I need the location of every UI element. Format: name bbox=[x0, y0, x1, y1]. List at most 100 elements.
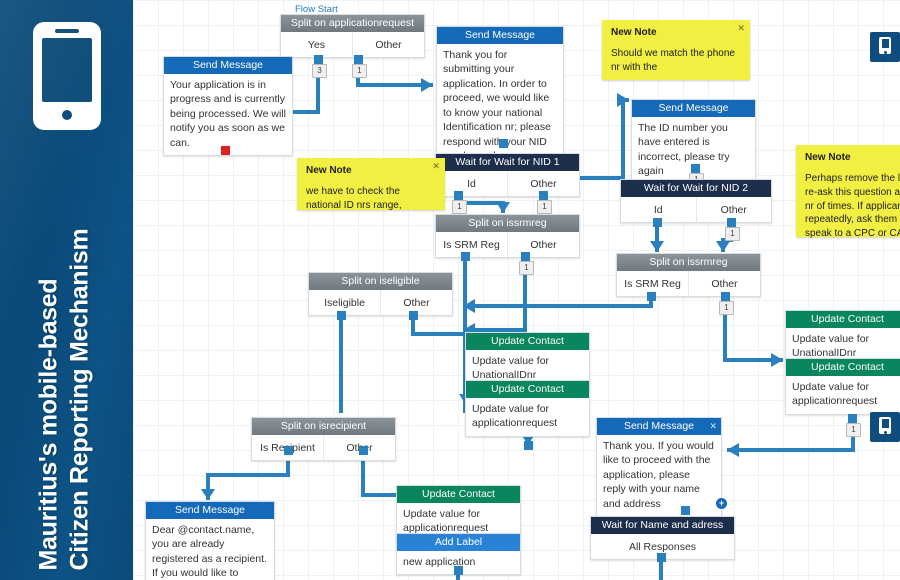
node-header: Update Contact bbox=[786, 359, 900, 376]
node-header: Add Label bbox=[397, 534, 520, 551]
node-wait-nid-1[interactable]: Wait for Wait for NID 1 Id Other bbox=[435, 153, 580, 197]
exit-port-nub[interactable] bbox=[314, 55, 323, 64]
node-split-issrmreg-right[interactable]: Split on issrmreg Is SRM Reg Other bbox=[616, 253, 761, 297]
exit-port-nub[interactable] bbox=[454, 191, 463, 200]
exit-other[interactable]: Other bbox=[507, 232, 579, 257]
exit-all-responses[interactable]: All Responses bbox=[628, 540, 697, 553]
exit-other[interactable]: Other bbox=[688, 271, 760, 296]
node-wait-name-address[interactable]: Wait for Name and adress All Responses bbox=[590, 516, 735, 560]
connector-badge[interactable]: 1 bbox=[537, 200, 552, 214]
exit-other[interactable]: Other bbox=[380, 290, 452, 315]
connector-badge[interactable]: 1 bbox=[352, 64, 367, 78]
exit-port-nub[interactable] bbox=[539, 191, 548, 200]
exit-is-srm-reg[interactable]: Is SRM Reg bbox=[443, 238, 500, 251]
plus-icon[interactable]: + bbox=[716, 498, 727, 509]
exit-port-nub[interactable] bbox=[657, 553, 666, 562]
node-add-label-new-application[interactable]: Add Label new application bbox=[396, 533, 521, 576]
node-header: Split on isrecipient bbox=[252, 418, 395, 435]
phone-tile-top[interactable] bbox=[870, 32, 900, 62]
node-header: Send Message bbox=[164, 57, 292, 74]
node-exits: Yes Other bbox=[281, 32, 424, 57]
note-remove-loop[interactable]: New Note Perhaps remove the loop re-ask … bbox=[796, 145, 900, 239]
left-banner: Mauritius's mobile-based Citizen Reporti… bbox=[0, 0, 133, 580]
node-update-appreq-right[interactable]: Update Contact Update value for applicat… bbox=[785, 358, 900, 415]
node-send-id-incorrect[interactable]: Send Message The ID number you have ente… bbox=[631, 99, 756, 185]
node-split-iseligible[interactable]: Split on iseligible Iseligible Other bbox=[308, 272, 453, 316]
exit-port-nub[interactable] bbox=[337, 311, 346, 320]
node-update-appreq-bottom[interactable]: Update Contact Update value for applicat… bbox=[396, 485, 521, 542]
note-phone-match[interactable]: ✕ New Note Should we match the phone nr … bbox=[602, 20, 750, 80]
node-header: Send Message bbox=[437, 27, 563, 44]
node-header: Update Contact bbox=[397, 486, 520, 503]
exit-port-nub[interactable] bbox=[409, 311, 418, 320]
node-body: Dear @contact.name, you are already regi… bbox=[152, 524, 267, 580]
node-update-nid-right[interactable]: Update Contact Update value for Unationa… bbox=[785, 310, 900, 367]
node-header: Update Contact bbox=[786, 311, 900, 328]
node-exits: Iseligible Other bbox=[309, 290, 452, 315]
close-icon[interactable]: ✕ bbox=[709, 421, 717, 431]
node-body: Thank you. If you would like to proceed … bbox=[603, 440, 714, 510]
connector-badge[interactable]: 3 bbox=[312, 64, 327, 78]
exit-port-nub[interactable] bbox=[691, 164, 700, 173]
exit-port-nub[interactable] bbox=[524, 441, 533, 450]
node-send-already-recipient[interactable]: Send Message Dear @contact.name, you are… bbox=[145, 501, 275, 580]
connector-badge[interactable]: 1 bbox=[725, 227, 740, 241]
node-body: Update value for UnationalIDnr bbox=[472, 355, 550, 382]
close-icon[interactable]: ✕ bbox=[737, 23, 745, 33]
exit-port-nub[interactable] bbox=[461, 252, 470, 261]
connector-badge[interactable]: 1 bbox=[846, 423, 861, 437]
exit-port-nub[interactable] bbox=[284, 446, 293, 455]
exit-port-nub[interactable] bbox=[653, 218, 662, 227]
exit-id[interactable]: Id bbox=[467, 177, 476, 190]
node-header: Split on applicationrequest bbox=[281, 15, 424, 32]
node-update-nid-center[interactable]: Update Contact Update value for Unationa… bbox=[465, 332, 590, 389]
node-header: Update Contact bbox=[466, 333, 589, 350]
node-send-name-address[interactable]: Send Message ✕ Thank you. If you would l… bbox=[596, 417, 722, 518]
node-header: Split on issrmreg bbox=[617, 254, 760, 271]
node-send-in-progress[interactable]: Send Message Your application is in prog… bbox=[163, 56, 293, 157]
node-body: The ID number you have entered is incorr… bbox=[638, 122, 730, 178]
exit-port-nub[interactable] bbox=[359, 446, 368, 455]
exit-yes[interactable]: Yes bbox=[307, 38, 326, 51]
exit-other[interactable]: Other bbox=[352, 32, 424, 57]
node-body: Your application is in progress and is c… bbox=[170, 79, 286, 149]
note-text: we have to check the national ID nrs ran… bbox=[306, 186, 402, 211]
exit-port-nub[interactable] bbox=[354, 55, 363, 64]
close-icon[interactable]: ✕ bbox=[432, 161, 440, 171]
connector-badge[interactable]: 1 bbox=[719, 301, 734, 315]
exit-iseligible[interactable]: Iseligible bbox=[324, 296, 365, 309]
phone-home-button bbox=[883, 51, 887, 54]
exit-is-srm-reg[interactable]: Is SRM Reg bbox=[624, 277, 681, 290]
exit-port-nub[interactable] bbox=[681, 506, 690, 515]
phone-screen bbox=[881, 39, 889, 48]
flow-canvas[interactable]: Flow Start Split on applicationrequest Y… bbox=[133, 0, 900, 580]
exit-port-nub[interactable] bbox=[848, 414, 857, 423]
exit-port-nub[interactable] bbox=[721, 292, 730, 301]
node-split-issrmreg-left[interactable]: Split on issrmreg Is SRM Reg Other bbox=[435, 214, 580, 258]
node-wait-nid-2[interactable]: Wait for Wait for NID 2 Id Other bbox=[620, 179, 772, 223]
node-header-label: Send Message bbox=[623, 420, 695, 432]
node-body: Update value for applicationrequest bbox=[472, 403, 558, 430]
page-title: Mauritius's mobile-based Citizen Reporti… bbox=[34, 228, 94, 571]
exit-other[interactable]: Other bbox=[695, 197, 772, 222]
connector-badge[interactable]: 1 bbox=[519, 261, 534, 275]
note-national-id-range[interactable]: ✕ New Note we have to check the national… bbox=[297, 158, 445, 211]
node-update-appreq-center[interactable]: Update Contact Update value for applicat… bbox=[465, 380, 590, 437]
node-split-isrecipient[interactable]: Split on isrecipient Is Recipient Other bbox=[251, 417, 396, 461]
exit-port-nub[interactable] bbox=[499, 139, 508, 148]
red-square-marker bbox=[221, 146, 230, 155]
node-send-submit-nid[interactable]: Send Message Thank you for submitting yo… bbox=[436, 26, 564, 170]
exit-port-nub[interactable] bbox=[454, 566, 463, 575]
exit-port-nub[interactable] bbox=[521, 252, 530, 261]
node-header: Wait for Wait for NID 1 bbox=[436, 154, 579, 171]
phone-speaker bbox=[55, 29, 79, 33]
connector-badge[interactable]: 1 bbox=[452, 200, 467, 214]
exit-port-nub[interactable] bbox=[727, 218, 736, 227]
node-header: Update Contact bbox=[466, 381, 589, 398]
phone-tile-bottom[interactable] bbox=[870, 412, 900, 442]
node-split-applicationrequest[interactable]: Split on applicationrequest Yes Other bbox=[280, 14, 425, 58]
exit-port-nub[interactable] bbox=[647, 292, 656, 301]
exit-other[interactable]: Other bbox=[507, 171, 579, 196]
node-body: new application bbox=[403, 556, 476, 568]
exit-id[interactable]: Id bbox=[653, 203, 663, 216]
